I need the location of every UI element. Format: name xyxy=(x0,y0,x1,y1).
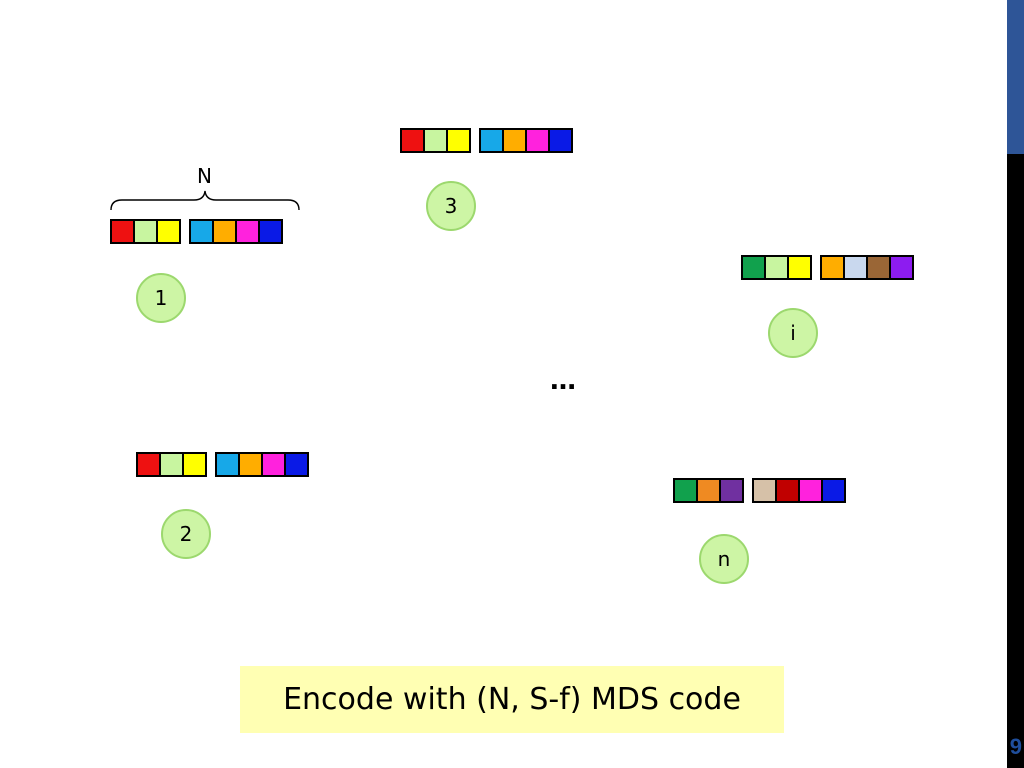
block-darkred xyxy=(775,478,800,503)
block-yellow xyxy=(787,255,812,280)
block-magenta xyxy=(798,478,823,503)
block-row xyxy=(673,478,846,503)
block-red xyxy=(400,128,425,153)
block-row xyxy=(741,255,914,280)
block-purple xyxy=(889,255,914,280)
block-row xyxy=(400,128,573,153)
block-group-first xyxy=(110,219,181,244)
block-yellow xyxy=(446,128,471,153)
block-orange xyxy=(502,128,527,153)
block-group-second xyxy=(189,219,283,244)
block-blue xyxy=(258,219,283,244)
block-red xyxy=(136,452,161,477)
node-badge: 2 xyxy=(161,509,211,559)
block-magenta xyxy=(235,219,260,244)
node-badge: 1 xyxy=(136,273,186,323)
block-blue xyxy=(821,478,846,503)
block-violet xyxy=(719,478,744,503)
node-badge: n xyxy=(699,534,749,584)
block-row xyxy=(110,219,283,244)
caption-text: Encode with (N, S-f) MDS code xyxy=(283,682,741,717)
block-orange xyxy=(820,255,845,280)
block-group-first xyxy=(136,452,207,477)
block-red xyxy=(110,219,135,244)
block-magenta xyxy=(525,128,550,153)
ellipsis: … xyxy=(550,366,576,396)
curly-brace-icon xyxy=(110,190,300,211)
block-blue xyxy=(284,452,309,477)
block-group-first xyxy=(673,478,744,503)
block-lightgreen xyxy=(423,128,448,153)
block-cyan xyxy=(215,452,240,477)
block-group-second xyxy=(479,128,573,153)
block-cyan xyxy=(189,219,214,244)
node-badge: 3 xyxy=(426,181,476,231)
block-lightgreen xyxy=(133,219,158,244)
block-orange xyxy=(238,452,263,477)
block-group-second xyxy=(752,478,846,503)
sidebar-accent-top xyxy=(1007,0,1024,154)
block-group-second xyxy=(215,452,309,477)
block-magenta xyxy=(261,452,286,477)
block-green xyxy=(741,255,766,280)
block-green xyxy=(673,478,698,503)
sidebar-accent-bottom xyxy=(1007,154,1024,768)
caption-box: Encode with (N, S-f) MDS code xyxy=(240,666,784,733)
brace-label: N xyxy=(197,164,212,188)
block-brown xyxy=(866,255,891,280)
block-lavender xyxy=(843,255,868,280)
block-orange2 xyxy=(696,478,721,503)
block-group-second xyxy=(820,255,914,280)
block-row xyxy=(136,452,309,477)
block-group-first xyxy=(400,128,471,153)
block-tan xyxy=(752,478,777,503)
block-blue xyxy=(548,128,573,153)
node-badge: i xyxy=(768,308,818,358)
block-group-first xyxy=(741,255,812,280)
block-lightgreen xyxy=(159,452,184,477)
block-yellow xyxy=(156,219,181,244)
block-lightgreen xyxy=(764,255,789,280)
block-cyan xyxy=(479,128,504,153)
block-orange xyxy=(212,219,237,244)
block-yellow xyxy=(182,452,207,477)
slide-number: 9 xyxy=(1009,734,1022,759)
